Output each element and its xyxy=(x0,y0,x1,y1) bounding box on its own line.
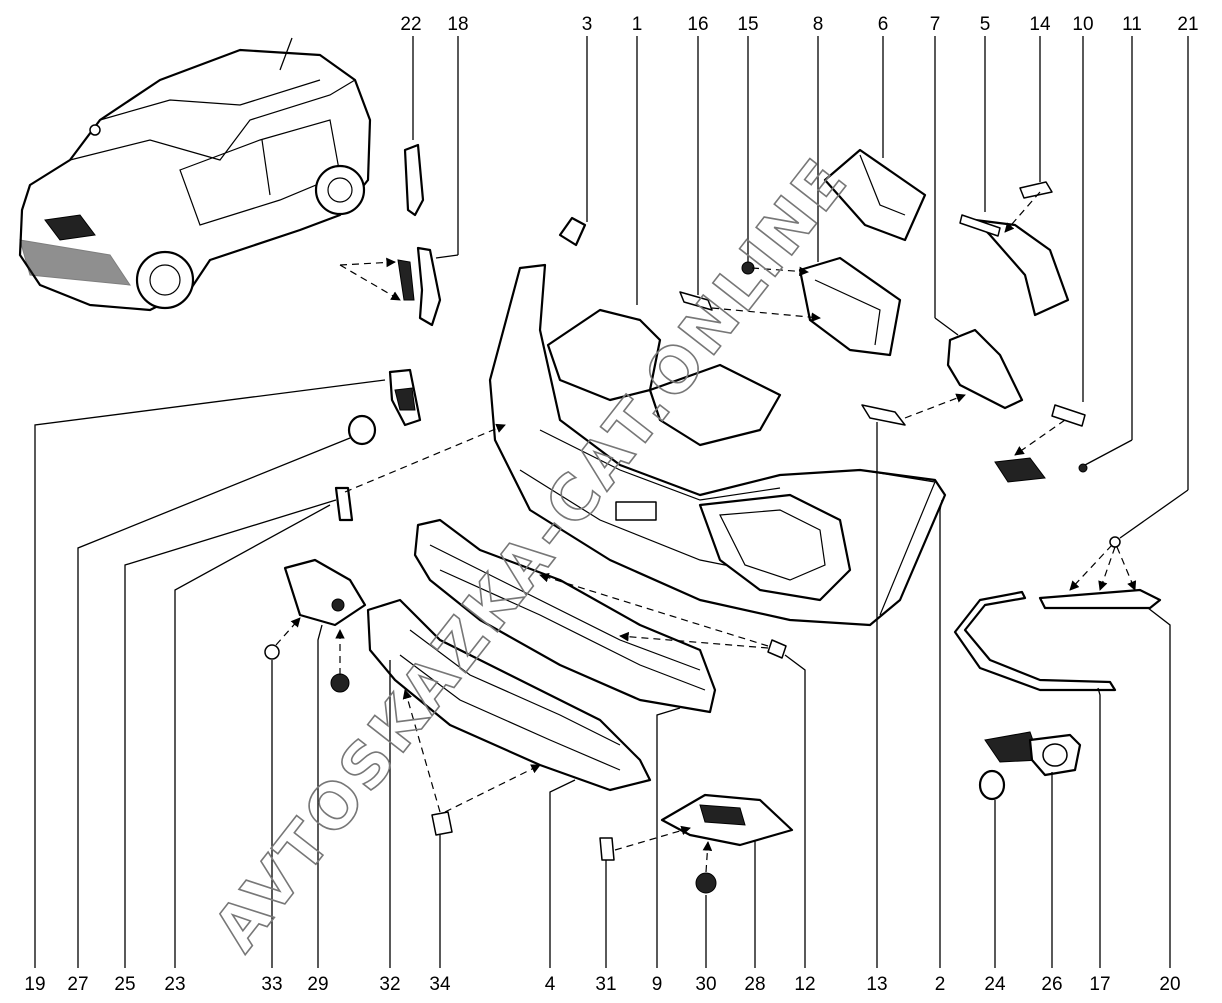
part-7-bracket xyxy=(946,328,1024,410)
part-12-screw xyxy=(767,639,787,659)
part-22-trim-strip xyxy=(403,143,425,217)
assembly-arrows xyxy=(275,191,1137,873)
part-31-screw xyxy=(599,837,615,861)
callout-14: 14 xyxy=(1029,14,1051,35)
top-callouts: 22 18 3 1 16 15 8 6 7 5 14 10 11 21 xyxy=(400,14,1198,35)
part-30-nut xyxy=(695,872,717,894)
callout-27: 27 xyxy=(67,974,88,995)
callout-9: 9 xyxy=(652,974,663,995)
part-16-screw xyxy=(679,291,713,311)
callout-21: 21 xyxy=(1177,14,1198,35)
part-17-chrome-moulding xyxy=(953,590,1117,692)
part-29-bracket xyxy=(283,558,367,627)
callout-34: 34 xyxy=(429,974,451,995)
callout-23: 23 xyxy=(164,974,185,995)
callout-32: 32 xyxy=(379,974,400,995)
callout-3: 3 xyxy=(582,14,593,35)
callout-25: 25 xyxy=(114,974,135,995)
part-8-bracket xyxy=(798,256,902,357)
bottom-callouts: 19 27 25 23 33 29 32 34 4 31 9 30 28 12 … xyxy=(24,974,1180,995)
callout-30: 30 xyxy=(695,974,716,995)
callout-4: 4 xyxy=(545,974,556,995)
part-1-front-bumper xyxy=(488,263,947,627)
part-6-air-duct xyxy=(823,148,927,242)
vehicle-overview-illustration xyxy=(18,37,372,312)
callout-17: 17 xyxy=(1089,974,1110,995)
callout-11: 11 xyxy=(1122,14,1142,35)
part-33-screw xyxy=(264,644,280,660)
part-27-cap xyxy=(347,414,377,446)
leader-lines xyxy=(34,36,1189,968)
callout-22: 22 xyxy=(400,14,421,35)
callout-18: 18 xyxy=(447,14,468,35)
part-20-trim-strip xyxy=(1038,588,1162,610)
part-32-absorber-beam xyxy=(366,598,652,792)
callout-5: 5 xyxy=(980,14,991,35)
callout-12: 12 xyxy=(794,974,815,995)
part-26-fog-light-frame xyxy=(984,731,1082,777)
callout-2: 2 xyxy=(935,974,946,995)
part-3-clip xyxy=(558,216,587,247)
callout-6: 6 xyxy=(878,14,889,35)
part-11-grille xyxy=(994,457,1088,483)
callout-1: 1 xyxy=(632,14,643,35)
callout-7: 7 xyxy=(930,14,941,35)
callout-19: 19 xyxy=(24,974,45,995)
part-23-clip xyxy=(334,486,354,522)
part-34-clip xyxy=(431,811,453,836)
callout-31: 31 xyxy=(595,974,616,995)
callout-29: 29 xyxy=(307,974,328,995)
part-14-screw xyxy=(1019,181,1053,199)
part-5-bracket xyxy=(959,214,1070,317)
callout-26: 26 xyxy=(1041,974,1062,995)
part-18-side-trim xyxy=(397,246,442,327)
callout-10: 10 xyxy=(1072,14,1093,35)
callout-33: 33 xyxy=(261,974,282,995)
callout-13: 13 xyxy=(866,974,887,995)
part-19-grille-insert xyxy=(388,368,422,427)
callout-8: 8 xyxy=(813,14,824,35)
part-13-screw xyxy=(861,404,906,426)
callout-20: 20 xyxy=(1159,974,1180,995)
part-24-cap xyxy=(978,769,1006,801)
part-9-lower-grille xyxy=(413,518,717,714)
part-10-screw xyxy=(1051,404,1086,427)
callout-15: 15 xyxy=(737,14,758,35)
part-28-bracket xyxy=(660,793,794,847)
part-push-nut xyxy=(330,673,350,693)
callout-28: 28 xyxy=(744,974,765,995)
callout-24: 24 xyxy=(984,974,1006,995)
callout-16: 16 xyxy=(687,14,708,35)
